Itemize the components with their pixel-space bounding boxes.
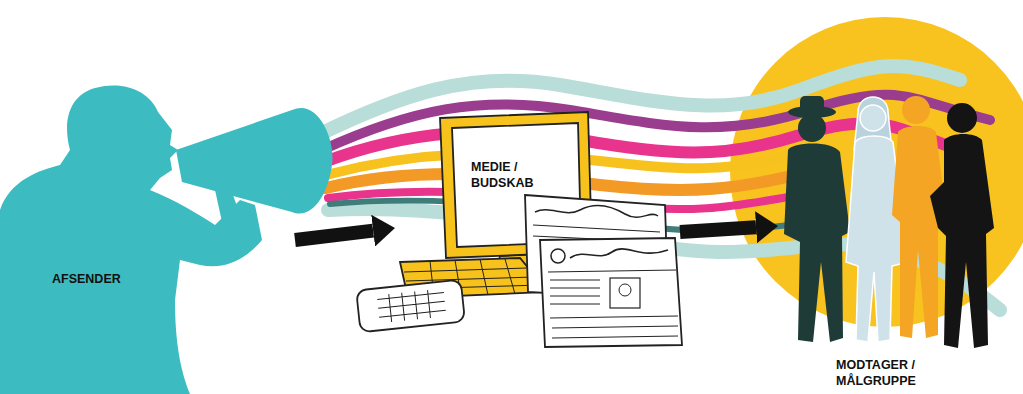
newspaper-front [540, 238, 682, 347]
flow-arrow [680, 227, 756, 232]
sender-silhouette [0, 85, 333, 394]
newspaper-logo [551, 249, 565, 263]
body [892, 126, 946, 338]
node-label: MEDIE / BUDSKAB [471, 160, 543, 191]
megaphone-handle [215, 190, 240, 222]
person-silhouette [784, 96, 850, 342]
masthead-scribble [535, 205, 658, 217]
head [902, 96, 930, 124]
head [860, 105, 886, 131]
newspaper-lines [548, 270, 678, 338]
node-label: AFSENDER [52, 272, 152, 288]
audience [784, 96, 994, 348]
phone-body [356, 280, 465, 333]
body [930, 134, 994, 348]
receiver-audience-node: MODTAGER / MÅLGRUPPE [778, 90, 1018, 390]
newspaper-photo [610, 278, 640, 308]
newspapers [525, 195, 682, 347]
person-silhouette [930, 103, 994, 348]
flow-arrow [295, 231, 373, 240]
masthead-scribble [570, 249, 668, 258]
medium-message-node: MEDIE / BUDSKAB [395, 115, 680, 350]
person-body [0, 85, 262, 394]
head [947, 103, 977, 133]
node-label: MODTAGER / MÅLGRUPPE [836, 358, 936, 389]
head [798, 114, 826, 142]
newspaper-photo-face [619, 284, 631, 296]
sender-node: AFSENDER [40, 195, 295, 394]
phone-keys [377, 288, 447, 323]
phone [356, 280, 465, 333]
hat-crown [800, 96, 824, 112]
megaphone [176, 108, 333, 214]
body [784, 144, 850, 343]
